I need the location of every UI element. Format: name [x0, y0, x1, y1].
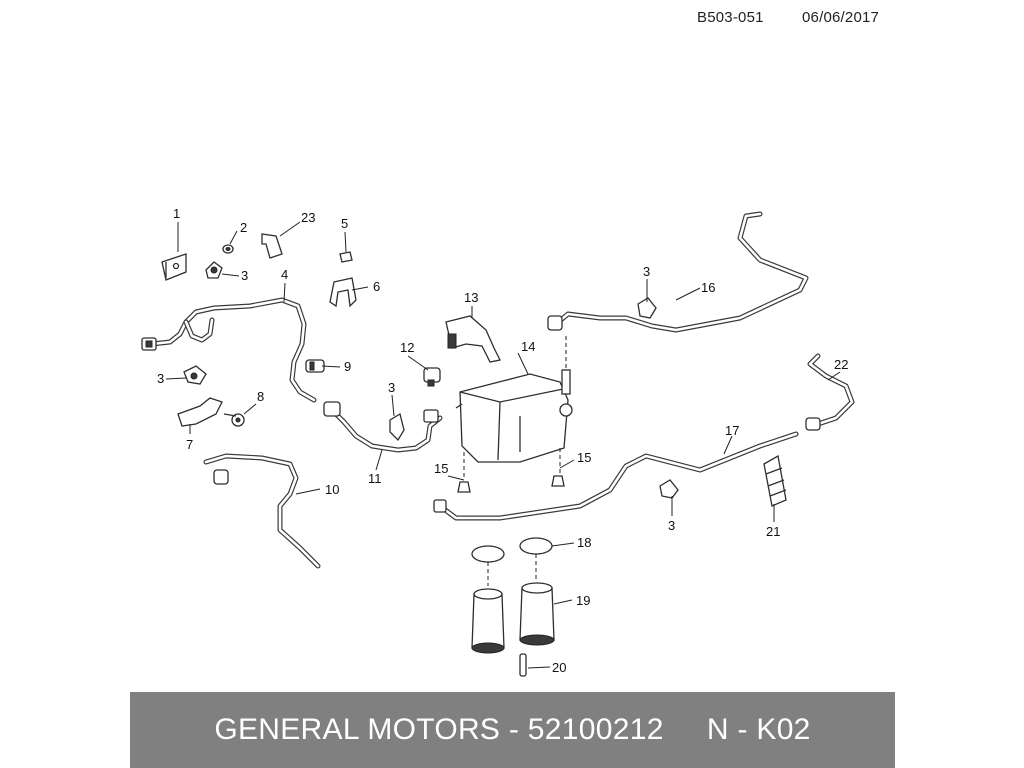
part-8-bolt — [223, 413, 245, 427]
callout-3-mid: 3 — [388, 380, 395, 395]
part-23-bracket — [261, 233, 283, 259]
callout-15-left: 15 — [434, 461, 448, 476]
part-15-screw-left — [457, 481, 471, 493]
part-5-nut — [339, 251, 353, 263]
callout-3-right-upper: 3 — [643, 264, 650, 279]
callout-23: 23 — [301, 210, 315, 225]
part-7-bracket — [177, 397, 223, 427]
part-10-fuel-line — [203, 453, 321, 569]
callout-3-left: 3 — [157, 371, 164, 386]
callout-15-right: 15 — [577, 450, 591, 465]
part-13-heater — [445, 315, 501, 363]
part-3-clip-right-upper — [637, 297, 657, 319]
part-16-fuel-line — [547, 211, 809, 333]
callout-12: 12 — [400, 340, 414, 355]
part-3-clip-mid — [389, 412, 405, 442]
part-21-clip-strip — [763, 454, 787, 507]
callout-3-top: 3 — [241, 268, 248, 283]
part-1-bracket — [161, 253, 187, 281]
part-3-clip-top — [205, 261, 223, 279]
callout-19: 19 — [576, 593, 590, 608]
callout-4: 4 — [281, 267, 288, 282]
callout-21: 21 — [766, 524, 780, 539]
part-2-washer — [222, 244, 234, 254]
callout-13: 13 — [464, 290, 478, 305]
callout-9: 9 — [344, 359, 351, 374]
callout-3-right-lower: 3 — [668, 518, 675, 533]
callout-6: 6 — [373, 279, 380, 294]
callout-22: 22 — [834, 357, 848, 372]
part-22-fuel-line — [805, 353, 855, 431]
callout-2: 2 — [240, 220, 247, 235]
callout-5: 5 — [341, 216, 348, 231]
part-12-sensor — [423, 367, 441, 387]
footer-bar: GENERAL MOTORS - 52100212 N - K02 — [130, 692, 895, 768]
part-20-drain-plug — [519, 653, 527, 677]
callout-labels: 1 2 23 5 3 4 6 13 3 16 12 14 9 22 3 8 3 … — [157, 206, 848, 675]
callout-10: 10 — [325, 482, 339, 497]
callout-16: 16 — [701, 280, 715, 295]
callout-18: 18 — [577, 535, 591, 550]
part-4-fuel-line — [141, 297, 317, 403]
callout-20: 20 — [552, 660, 566, 675]
callout-17: 17 — [725, 423, 739, 438]
part-3-clip-left — [183, 365, 207, 385]
callout-11: 11 — [368, 471, 382, 486]
part-17-fuel-line — [433, 431, 799, 521]
part-6-bracket — [329, 277, 357, 308]
callout-7: 7 — [186, 437, 193, 452]
leader-lines — [165, 221, 841, 669]
part-14-filter-housing — [455, 336, 573, 480]
part-11-fuel-line — [323, 401, 443, 453]
diagram-date: 06/06/2017 — [802, 9, 880, 26]
part-3-clip-right-lower — [659, 479, 679, 499]
part-9-connector — [305, 359, 325, 373]
callout-14: 14 — [521, 339, 535, 354]
part-15-screw-right — [551, 475, 565, 487]
footer-part-number: GENERAL MOTORS - 52100212 N - K02 — [214, 713, 811, 746]
part-18-seal-rings — [471, 537, 553, 586]
callout-8: 8 — [257, 389, 264, 404]
parts-diagram: 1 2 23 5 3 4 6 13 3 16 12 14 9 22 3 8 3 … — [141, 206, 855, 677]
diagram-code: B503-051 — [697, 9, 764, 26]
part-19-filter-elements — [471, 582, 555, 654]
callout-1: 1 — [173, 206, 180, 221]
